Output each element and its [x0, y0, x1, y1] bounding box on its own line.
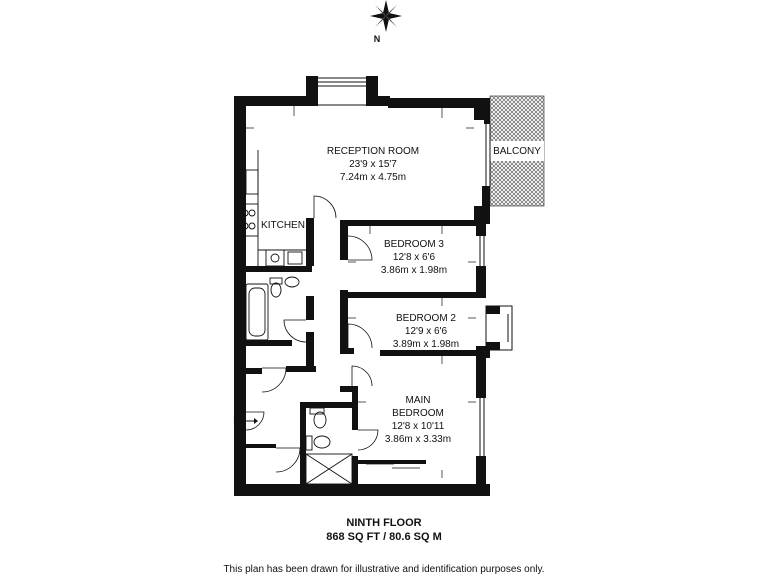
- main-bedroom-name-line1: MAIN: [405, 395, 431, 406]
- bedroom3-name: BEDROOM 3: [383, 239, 444, 250]
- kitchen-name: KITCHEN: [261, 220, 305, 231]
- reception-room-imperial: 23'9 x 15'7: [349, 159, 397, 170]
- exterior-walls: [234, 76, 490, 496]
- entrance-arrow-icon: [240, 418, 258, 424]
- door-swings: [245, 195, 379, 473]
- reception-room-name: RECEPTION ROOM: [326, 146, 420, 157]
- balcony-name: BALCONY: [493, 146, 541, 157]
- bedroom2-imperial: 12'9 x 6'6: [404, 326, 448, 337]
- kitchen-units: [237, 150, 306, 267]
- main-bedroom-label: MAIN BEDROOM 12'8 x 10'11 3.86m x 3.33m: [368, 394, 468, 446]
- disclaimer: This plan has been drawn for illustrativ…: [223, 564, 545, 575]
- dimension-ticks: [246, 106, 476, 478]
- entrance-label: IN: [228, 414, 248, 427]
- reception-room-metric: 7.24m x 4.75m: [339, 172, 407, 183]
- bedroom2-bay-window: [485, 305, 513, 351]
- entrance-text: IN: [233, 415, 243, 426]
- balcony-label: BALCONY: [491, 145, 543, 158]
- bedroom2-metric: 3.89m x 1.98m: [392, 339, 460, 350]
- bedroom2-label: BEDROOM 2 12'9 x 6'6 3.89m x 1.98m: [374, 312, 478, 351]
- bathroom-fittings: [245, 276, 300, 341]
- bedroom2-name: BEDROOM 2: [395, 313, 456, 324]
- bedroom3-label: BEDROOM 3 12'8 x 6'6 3.86m x 1.98m: [362, 238, 466, 277]
- main-bedroom-metric: 3.86m x 3.33m: [384, 434, 452, 445]
- main-bedroom-name-line2: BEDROOM: [392, 408, 444, 419]
- reception-room-label: RECEPTION ROOM 23'9 x 15'7 7.24m x 4.75m: [308, 145, 438, 184]
- kitchen-label: KITCHEN: [258, 219, 308, 232]
- wardrobe: [366, 463, 420, 469]
- compass-north-label: N: [373, 34, 381, 44]
- floor-area: 868 SQ FT / 80.6 SQ M: [326, 531, 442, 543]
- main-bedroom-imperial: 12'8 x 10'11: [391, 421, 445, 432]
- compass-icon: [370, 0, 402, 32]
- interior-walls: [246, 218, 480, 496]
- reception-window: [318, 77, 366, 106]
- ensuite-fittings: [305, 407, 353, 485]
- floor-title: NINTH FLOOR: [346, 517, 422, 529]
- bedroom3-imperial: 12'8 x 6'6: [392, 252, 436, 263]
- bedroom3-metric: 3.86m x 1.98m: [380, 265, 448, 276]
